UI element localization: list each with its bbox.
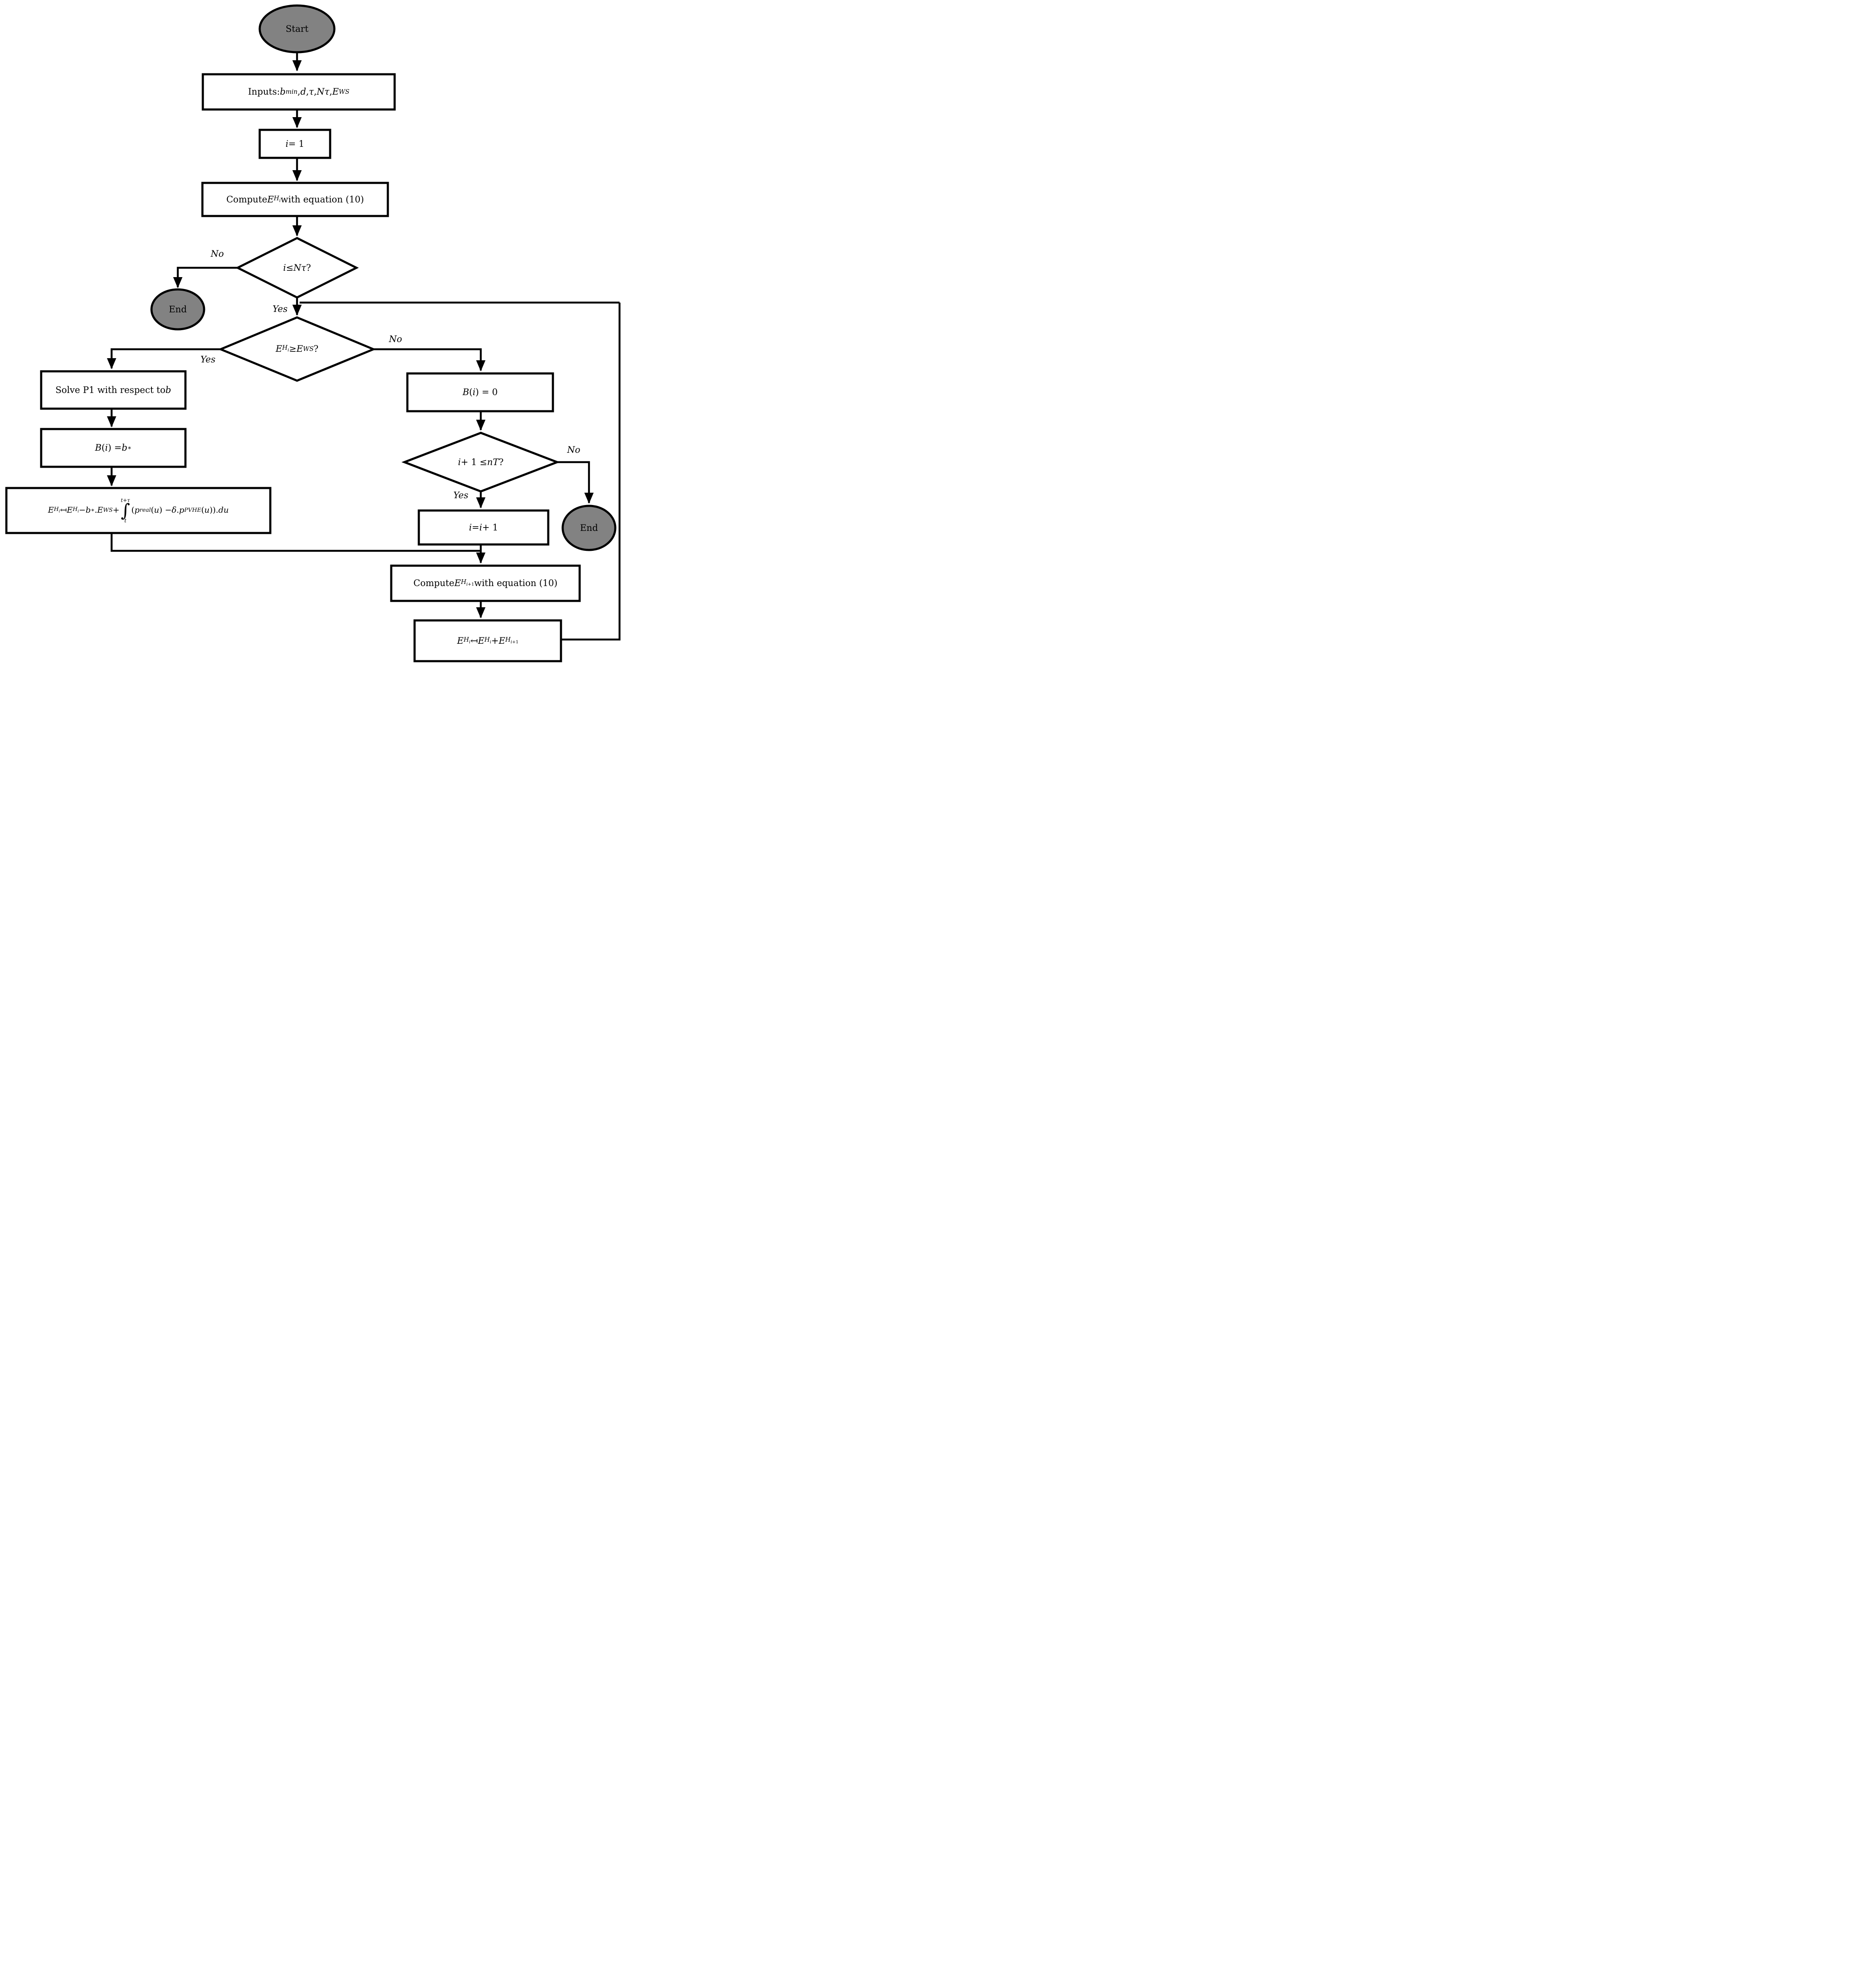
end-right-terminator-shape [561,505,617,551]
decision1-no-label: No [210,249,224,259]
flowchart-canvas [5,4,621,662]
equation-box-shape [5,487,272,534]
solve-box-shape [40,370,187,410]
edge-equation-merge [110,533,482,552]
setb-box: B(i) = b∗ [95,443,132,453]
decision1-yes-label: Yes [272,304,288,314]
setb-box-shape [40,428,187,468]
decision3-diamond-shape [401,432,560,493]
decision2-diamond-shape [218,316,376,382]
inputs-box-shape [202,73,396,111]
decision2-yes-label: Yes [200,354,216,365]
edge-decision2-yes-solve [107,348,221,369]
solve-box: Solve P1 with respect to b [55,384,171,395]
decision1-diamond-shape [235,237,359,299]
edge-decision1-no-end [173,267,238,288]
decision3-diamond: i + 1 ≤ nT ? [458,457,504,467]
connector-lines [107,52,621,641]
edge-accumulate-feedback [561,303,621,641]
start-terminator-shape [258,4,336,53]
node-shapes [5,4,617,662]
end-right-terminator: End [580,522,598,533]
end-left-terminator: End [168,304,187,314]
compute2-box-shape [390,564,581,602]
edge-decision3-no-end [557,461,594,504]
increment-box-shape [418,509,550,546]
init-box-shape [258,129,331,159]
decision2-no-label: No [389,334,402,344]
setb0-box-shape [406,372,554,412]
decision3-yes-label: Yes [453,490,468,500]
init-box: i = 1 [285,138,305,149]
decision1-diamond: i ≤ Nτ ? [283,262,311,273]
setb0-box: B(i) = 0 [463,387,498,398]
start-terminator: Start [286,23,308,34]
compute1-box-shape [201,182,389,217]
edge-decision2-no-setb0 [373,348,485,371]
increment-box: i = i + 1 [469,522,498,533]
end-left-terminator-shape [150,288,205,331]
accumulate-box-shape [413,619,562,662]
decision3-no-label: No [567,445,580,455]
